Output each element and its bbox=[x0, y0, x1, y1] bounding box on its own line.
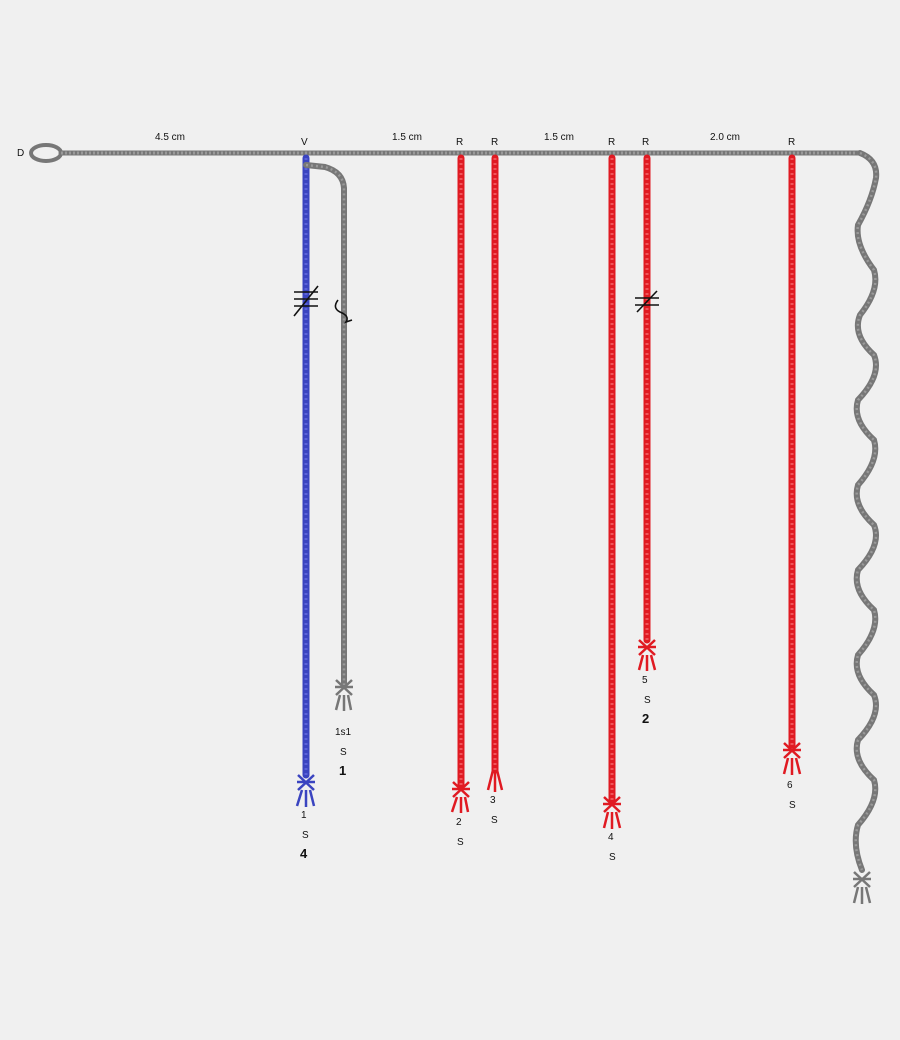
subsidiary-cord-1s1 bbox=[303, 162, 353, 711]
primary-cord: D bbox=[17, 143, 863, 163]
pendant-labels-5: 5 S 2 bbox=[642, 675, 651, 726]
pendant-number-1s1: 1s1 bbox=[335, 727, 352, 738]
dangle-end-knot bbox=[852, 871, 872, 904]
attachment-label-p2: R bbox=[456, 137, 463, 148]
pendant-ply-1: S bbox=[302, 830, 309, 841]
attachment-label-p3: R bbox=[491, 137, 498, 148]
squiggle-icon bbox=[334, 299, 353, 324]
pendant-labels-6: 6 S bbox=[787, 780, 796, 811]
end-knot-2 bbox=[450, 781, 470, 813]
pendant-sum-1: 4 bbox=[300, 846, 308, 861]
pendant-labels-1: 1 S 4 bbox=[300, 810, 309, 861]
pendant-number-2: 2 bbox=[456, 817, 462, 828]
pendant-ply-6: S bbox=[789, 800, 796, 811]
triple-slash-icon bbox=[293, 285, 319, 317]
dangle-ply bbox=[854, 151, 878, 871]
primary-cord-label: D bbox=[17, 148, 24, 159]
pendant-number-4: 4 bbox=[608, 832, 614, 843]
double-slash-icon bbox=[635, 290, 659, 313]
pendant-labels-4: 4 S bbox=[608, 832, 616, 863]
pendant-ply-5: S bbox=[644, 695, 651, 706]
pendant-number-5: 5 bbox=[642, 675, 648, 686]
spacing-label-3: 1.5 cm bbox=[544, 132, 574, 143]
pendant-cord-5 bbox=[635, 154, 659, 671]
primary-cord-dangle bbox=[852, 150, 880, 904]
pendant-cord-4 bbox=[602, 154, 622, 829]
pendant-ply-2: S bbox=[457, 837, 464, 848]
pendant-labels-3: 3 S bbox=[490, 795, 498, 826]
pendant-cord-1 bbox=[293, 154, 319, 807]
attachment-label-p4: R bbox=[608, 137, 615, 148]
pendant-sum-5: 2 bbox=[642, 711, 649, 726]
spacing-label-1: 4.5 cm bbox=[155, 132, 185, 143]
end-tassel-3 bbox=[486, 769, 504, 792]
attachment-label-p6: R bbox=[788, 137, 795, 148]
pendant-number-3: 3 bbox=[490, 795, 496, 806]
pendant-cord-3 bbox=[486, 154, 504, 792]
attachment-label-p5: R bbox=[642, 137, 649, 148]
end-knot-6 bbox=[782, 742, 802, 775]
pendant-labels-2: 2 S bbox=[456, 817, 464, 848]
subsidiary-cord-ply bbox=[305, 163, 346, 685]
pendant-number-6: 6 bbox=[787, 780, 793, 791]
end-knot-4 bbox=[602, 796, 622, 829]
attachment-label-p1: V bbox=[301, 137, 308, 148]
spacing-label-2: 1.5 cm bbox=[392, 132, 422, 143]
pendant-number-1: 1 bbox=[301, 810, 307, 821]
pendant-cord-2 bbox=[450, 154, 470, 813]
pendant-cord-6 bbox=[782, 154, 802, 775]
pendant-ply-4: S bbox=[609, 852, 616, 863]
pendant-ply-3: S bbox=[491, 815, 498, 826]
pendant-ply-1s1: S bbox=[340, 747, 347, 758]
end-knot-1 bbox=[295, 774, 316, 807]
end-knot-5 bbox=[637, 639, 657, 671]
pendant-labels-1s1: 1s1 S 1 bbox=[335, 727, 352, 778]
pendant-sum-1s1: 1 bbox=[339, 763, 346, 778]
spacing-label-4: 2.0 cm bbox=[710, 132, 740, 143]
end-knot-1s1 bbox=[334, 679, 353, 711]
